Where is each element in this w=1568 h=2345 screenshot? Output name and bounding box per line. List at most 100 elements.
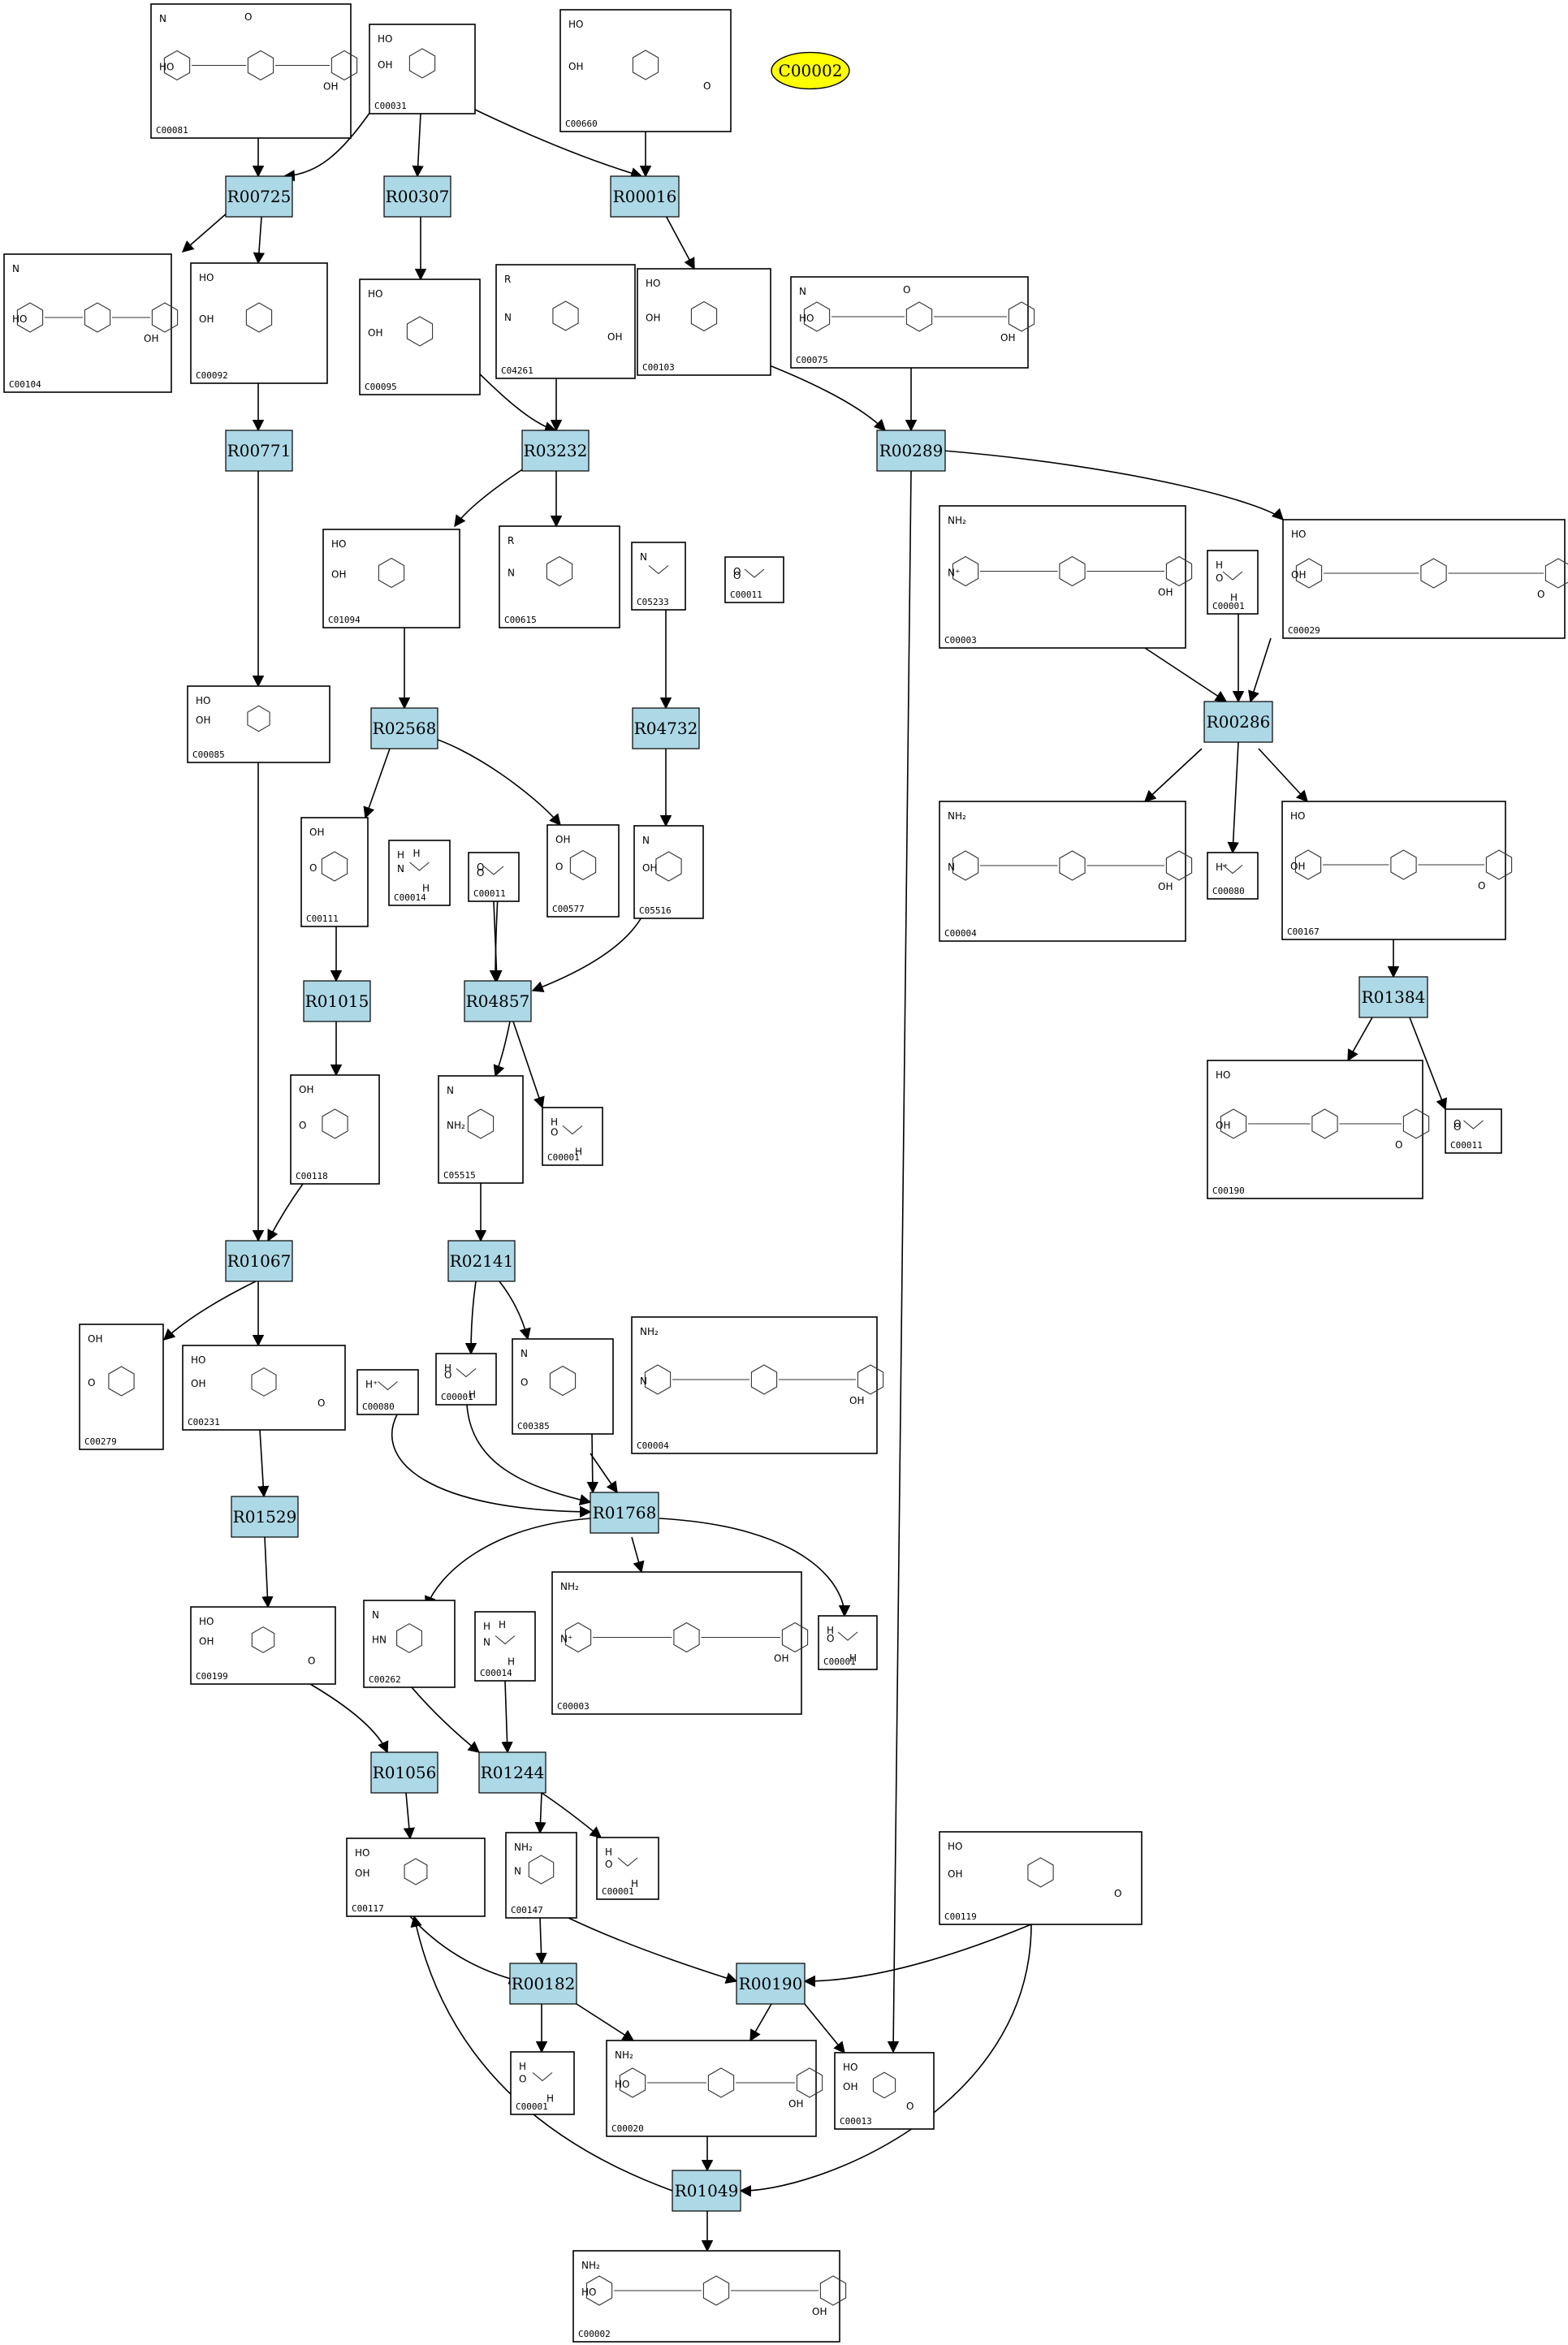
- compound-box[interactable]: [633, 825, 704, 919]
- reaction-node[interactable]: R00190: [736, 1963, 806, 2005]
- reaction-box[interactable]: [303, 980, 371, 1022]
- compound-box[interactable]: [363, 1600, 456, 1688]
- reaction-box[interactable]: [231, 1496, 299, 1538]
- reaction-box[interactable]: [464, 980, 532, 1022]
- reaction-node[interactable]: R00286: [1203, 701, 1273, 743]
- reaction-box[interactable]: [478, 1751, 546, 1794]
- compound-box[interactable]: [187, 685, 330, 763]
- compound-box[interactable]: [435, 1353, 497, 1406]
- reaction-box[interactable]: [447, 1240, 516, 1282]
- compound-box[interactable]: [631, 1316, 878, 1454]
- compound-box[interactable]: [572, 2250, 840, 2343]
- reaction-node[interactable]: R01049: [672, 2170, 741, 2212]
- reaction-box[interactable]: [521, 430, 590, 472]
- compound-box[interactable]: [495, 264, 636, 379]
- compound-box[interactable]: [596, 1837, 659, 1900]
- reaction-node[interactable]: R02568: [370, 707, 438, 749]
- compound-node[interactable]: H⁺C00080: [1207, 852, 1259, 900]
- compound-box[interactable]: [606, 2040, 817, 2137]
- reaction-box[interactable]: [876, 430, 946, 472]
- compound-box[interactable]: [499, 525, 620, 628]
- compound-box[interactable]: [356, 1369, 419, 1415]
- reaction-node[interactable]: R01768: [590, 1492, 659, 1534]
- reaction-box[interactable]: [370, 707, 438, 749]
- reaction-box[interactable]: [370, 1751, 438, 1794]
- reaction-node[interactable]: R00725: [225, 175, 293, 218]
- compound-box[interactable]: [388, 840, 451, 906]
- reaction-box[interactable]: [590, 1492, 659, 1534]
- compound-box[interactable]: [631, 542, 686, 611]
- compound-box[interactable]: [1207, 852, 1259, 900]
- compound-box[interactable]: [3, 253, 172, 393]
- compound-box[interactable]: [1281, 801, 1506, 940]
- compound-box[interactable]: [322, 529, 460, 628]
- compound-box[interactable]: [637, 268, 771, 376]
- compound-box[interactable]: [359, 279, 481, 395]
- compound-box[interactable]: [559, 9, 732, 132]
- compound-box[interactable]: [724, 556, 784, 603]
- reaction-box[interactable]: [1359, 976, 1428, 1018]
- compound-box[interactable]: [551, 1571, 802, 1715]
- compound-box[interactable]: [290, 1074, 380, 1185]
- compound-box[interactable]: [939, 1831, 1143, 1925]
- reaction-node[interactable]: R01015: [303, 980, 371, 1022]
- reaction-box[interactable]: [672, 2170, 741, 2212]
- compound-box[interactable]: [474, 1611, 536, 1682]
- compound-box[interactable]: [190, 262, 328, 384]
- compound-box[interactable]: [546, 824, 620, 918]
- compound-box[interactable]: [512, 1338, 614, 1435]
- compound-box[interactable]: [438, 1075, 524, 1184]
- reaction-node[interactable]: R02141: [447, 1240, 516, 1282]
- compound-box[interactable]: [150, 3, 352, 139]
- reaction-box[interactable]: [383, 175, 451, 218]
- compound-box[interactable]: [300, 817, 369, 927]
- compound-box[interactable]: [79, 1324, 164, 1450]
- compound-box[interactable]: [542, 1107, 603, 1166]
- compound-box[interactable]: [834, 2052, 935, 2130]
- reaction-node[interactable]: R03232: [521, 430, 590, 472]
- target-ellipse[interactable]: [771, 51, 850, 90]
- compound-box[interactable]: [790, 276, 1029, 369]
- reaction-box[interactable]: [1203, 701, 1273, 743]
- reaction-box[interactable]: [225, 430, 293, 472]
- compound-box[interactable]: [939, 801, 1186, 942]
- compound-box[interactable]: [818, 1615, 878, 1670]
- reaction-node[interactable]: R00182: [509, 1963, 577, 2005]
